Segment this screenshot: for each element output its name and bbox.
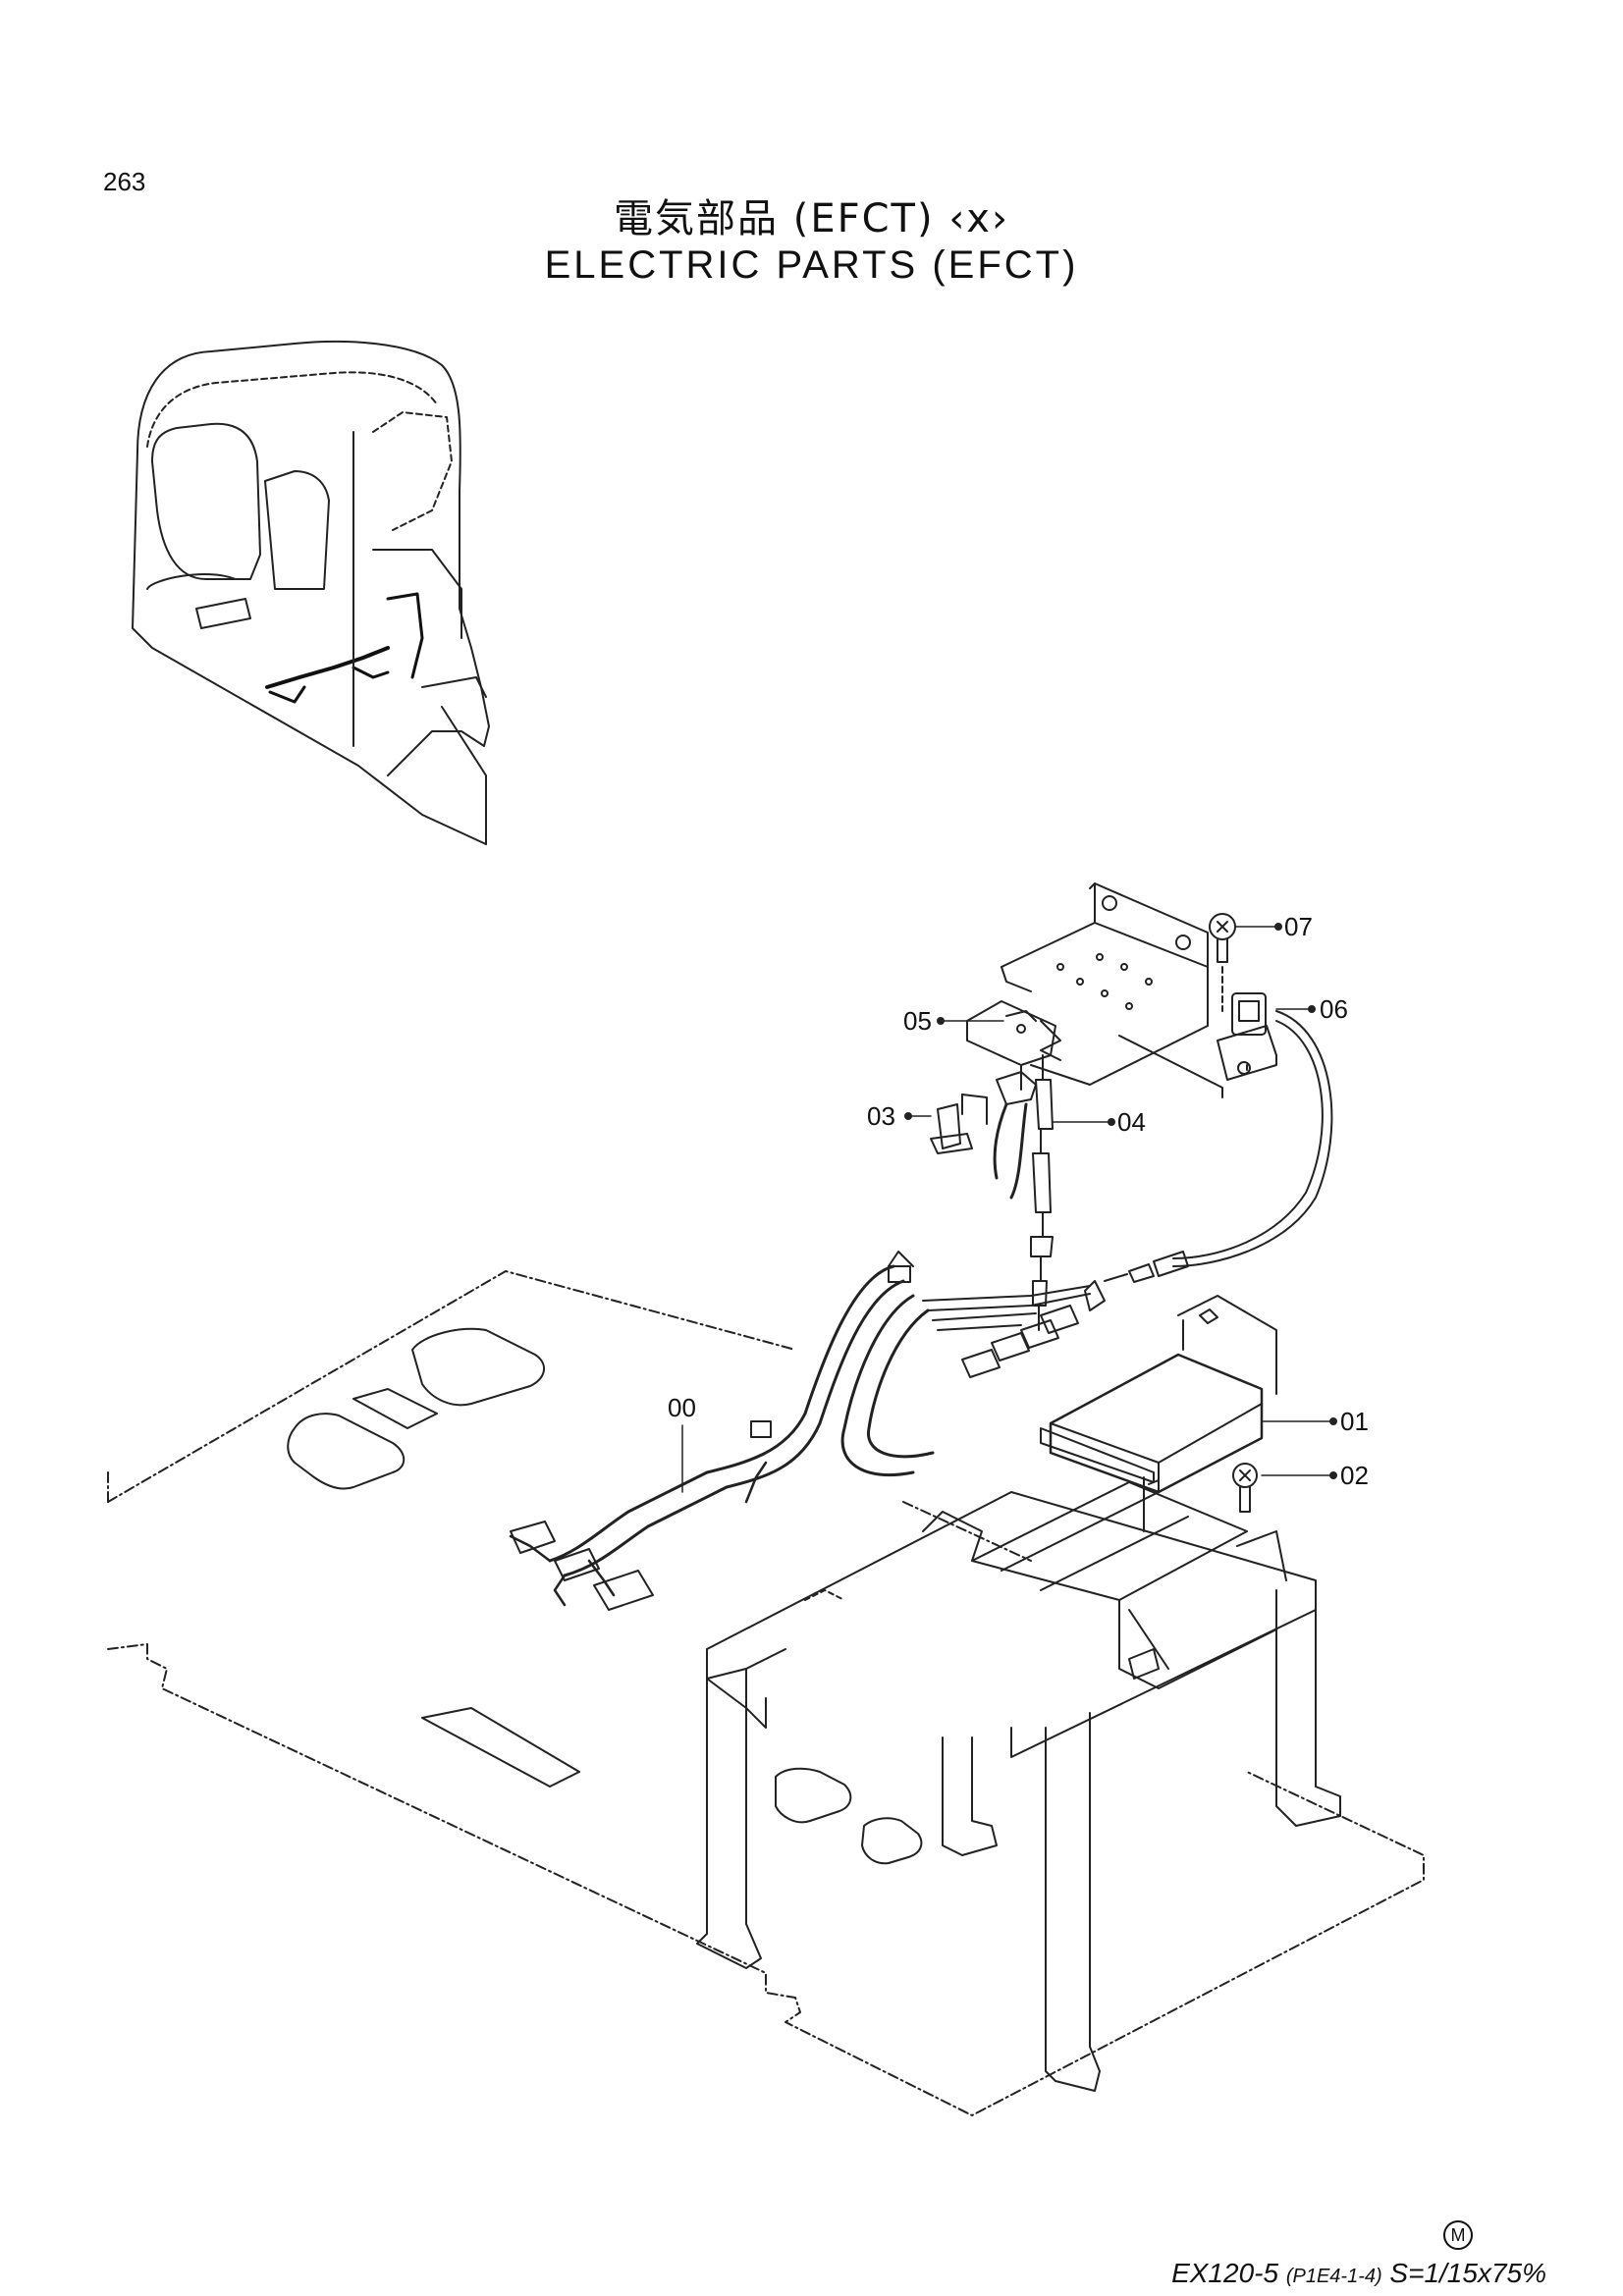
footer-code: EX120-5 (P1E4-1-4) S=1/15x75% bbox=[1171, 2258, 1546, 2289]
controller-unit bbox=[1040, 1295, 1277, 1532]
mounting-bracket bbox=[1001, 882, 1223, 1098]
callout-04: 04 bbox=[1117, 1107, 1146, 1137]
floor-plate bbox=[107, 1270, 1425, 2116]
connector-block bbox=[966, 1000, 1056, 1091]
floor-cutouts bbox=[287, 1327, 923, 1865]
switch-assembly bbox=[961, 1071, 1037, 1200]
footer-scale: S=1/15x75% bbox=[1389, 2258, 1546, 2288]
callout-dots bbox=[904, 923, 1337, 1479]
callout-02: 02 bbox=[1340, 1461, 1369, 1490]
bolt-03 bbox=[930, 1103, 973, 1154]
title-japanese-text: 電気部品 (EFCT) bbox=[614, 196, 935, 241]
callout-01: 01 bbox=[1340, 1407, 1369, 1436]
callout-07: 07 bbox=[1284, 912, 1313, 941]
callout-leaders bbox=[681, 926, 1334, 1493]
sensor-switch bbox=[1104, 992, 1333, 1283]
callout-05: 05 bbox=[903, 1006, 932, 1036]
footer-model: EX120-5 bbox=[1171, 2258, 1279, 2288]
callout-06: 06 bbox=[1320, 994, 1348, 1024]
wire-harness bbox=[509, 1251, 1091, 1607]
callout-00: 00 bbox=[668, 1393, 696, 1422]
page-title-japanese: 電気部品 (EFCT) ‹x› bbox=[0, 187, 1623, 243]
footer-ref: (P1E4-1-4) bbox=[1285, 2266, 1382, 2287]
cab-overview-inset bbox=[132, 340, 490, 845]
mounting-stand bbox=[696, 1481, 1341, 2092]
page-number: 263 bbox=[103, 167, 146, 196]
fuse-holder bbox=[1030, 1054, 1054, 1331]
manufacturer-mark: M bbox=[1443, 2220, 1473, 2250]
harness-connectors bbox=[510, 1280, 1106, 1611]
callout-labels: 00 01 02 03 04 05 06 07 bbox=[668, 912, 1369, 1490]
screw-02 bbox=[1232, 1463, 1258, 1513]
title-variant: ‹x› bbox=[948, 196, 1009, 241]
page-title-english: ELECTRIC PARTS (EFCT) bbox=[544, 243, 1079, 287]
callout-03: 03 bbox=[867, 1101, 895, 1131]
